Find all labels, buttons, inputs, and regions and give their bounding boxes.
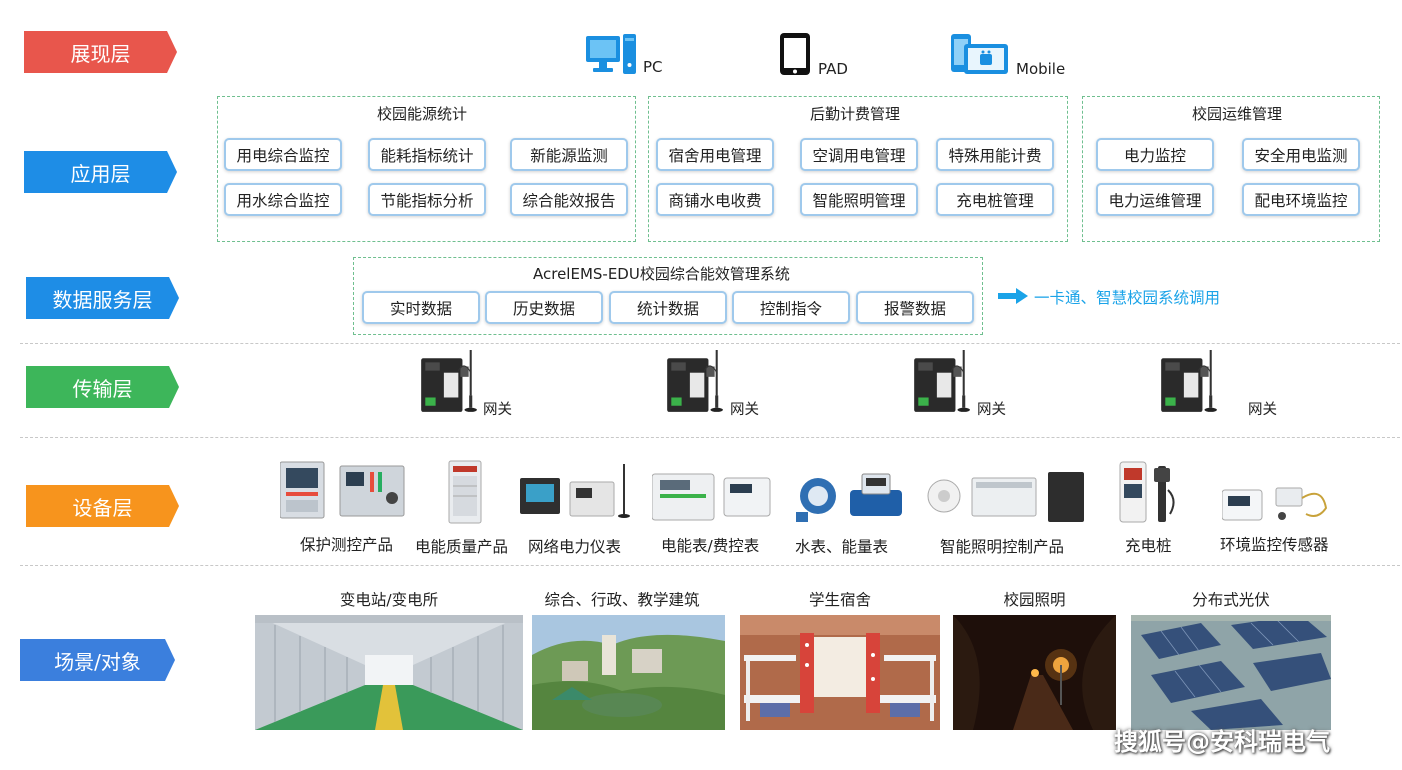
layer-application: 应用层 (24, 151, 177, 193)
app-btn[interactable]: 空调用电管理 (800, 138, 918, 171)
gateway-icon (1159, 350, 1219, 414)
equipment-label: 智能照明控制产品 (940, 538, 1065, 556)
app-btn[interactable]: 宿舍用电管理 (656, 138, 774, 171)
group-energy-title: 校园能源统计 (377, 105, 468, 123)
power-meter-icon (520, 464, 630, 518)
scene-label: 分布式光伏 (1192, 591, 1270, 609)
power-quality-cabinet-icon (448, 460, 482, 524)
watermark: 搜狐号@安科瑞电气 (1114, 728, 1330, 756)
integration-note: 一卡通、智慧校园系统调用 (1034, 289, 1221, 307)
group-data-service (353, 257, 983, 335)
data-btn[interactable]: 统计数据 (609, 291, 727, 324)
scene-label: 综合、行政、教学建筑 (544, 591, 700, 609)
layer-presentation: 展现层 (24, 31, 177, 73)
app-btn[interactable]: 用电综合监控 (224, 138, 342, 171)
equipment-label: 保护测控产品 (300, 536, 394, 554)
app-btn[interactable]: 安全用电监测 (1242, 138, 1360, 171)
data-btn[interactable]: 历史数据 (485, 291, 603, 324)
equipment-label: 充电桩 (1125, 537, 1172, 555)
group-ops-title: 校园运维管理 (1192, 105, 1283, 123)
solar-pv-image (1131, 615, 1331, 730)
separator (20, 565, 1400, 566)
tablet-icon (780, 33, 810, 75)
data-btn[interactable]: 实时数据 (362, 291, 480, 324)
group-energy (217, 96, 636, 242)
app-btn[interactable]: 综合能效报告 (510, 183, 628, 216)
water-meter-icon (796, 473, 902, 522)
gateway-label: 网关 (977, 402, 1006, 418)
equipment-label: 电能质量产品 (415, 538, 509, 556)
mobile-label: Mobile (1016, 60, 1066, 78)
group-billing-title: 后勤计费管理 (810, 105, 901, 123)
group-billing (648, 96, 1068, 242)
app-btn[interactable]: 智能照明管理 (800, 183, 918, 216)
separator (20, 437, 1400, 438)
equipment-label: 水表、能量表 (795, 538, 889, 556)
environment-sensor-icon (1222, 487, 1328, 521)
pc-label: PC (643, 58, 663, 76)
gateway-icon (419, 350, 479, 414)
device-pad: PAD (778, 30, 848, 78)
protection-device-icon (280, 461, 405, 519)
gateway-label: 网关 (1248, 402, 1277, 418)
app-btn[interactable]: 商铺水电收费 (656, 183, 774, 216)
separator (20, 343, 1400, 344)
layer-data-service: 数据服务层 (26, 277, 179, 319)
arrow-right-icon (998, 288, 1028, 304)
app-btn[interactable]: 新能源监测 (510, 138, 628, 171)
lighting-control-icon (927, 472, 1084, 522)
gateway-icon (912, 350, 972, 414)
app-btn[interactable]: 充电桩管理 (936, 183, 1054, 216)
app-btn[interactable]: 电力监控 (1096, 138, 1214, 171)
campus-lighting-image (953, 615, 1116, 730)
dormitory-image (740, 615, 940, 730)
data-service-title: AcrelEMS-EDU校园综合能效管理系统 (533, 265, 790, 283)
energy-meter-icon (652, 473, 771, 521)
pc-icon (586, 34, 636, 74)
device-mobile: Mobile (950, 30, 1065, 78)
mobile-icon (951, 34, 1008, 74)
pad-label: PAD (818, 60, 848, 78)
layer-scene: 场景/对象 (20, 639, 175, 681)
campus-buildings-image (532, 615, 725, 730)
substation-image (255, 615, 523, 730)
data-btn[interactable]: 控制指令 (732, 291, 850, 324)
equipment-label: 环境监控传感器 (1220, 536, 1329, 554)
equipment-label: 网络电力仪表 (528, 538, 622, 556)
device-pc: PC (585, 32, 663, 76)
gateway-label: 网关 (483, 402, 512, 418)
app-btn[interactable]: 节能指标分析 (368, 183, 486, 216)
group-ops (1082, 96, 1380, 242)
scene-label: 变电站/变电所 (339, 591, 439, 609)
app-btn[interactable]: 特殊用能计费 (936, 138, 1054, 171)
app-btn[interactable]: 用水综合监控 (224, 183, 342, 216)
data-btn[interactable]: 报警数据 (856, 291, 974, 324)
equipment-label: 电能表/费控表 (661, 537, 760, 555)
app-btn[interactable]: 配电环境监控 (1242, 183, 1360, 216)
layer-device: 设备层 (26, 485, 179, 527)
scene-label: 学生宿舍 (808, 591, 871, 609)
charging-pile-icon (1119, 461, 1175, 523)
gateway-label: 网关 (730, 402, 759, 418)
app-btn[interactable]: 能耗指标统计 (368, 138, 486, 171)
gateway-icon (665, 350, 725, 414)
app-btn[interactable]: 电力运维管理 (1096, 183, 1214, 216)
scene-label: 校园照明 (1003, 591, 1066, 609)
layer-transport: 传输层 (26, 366, 179, 408)
